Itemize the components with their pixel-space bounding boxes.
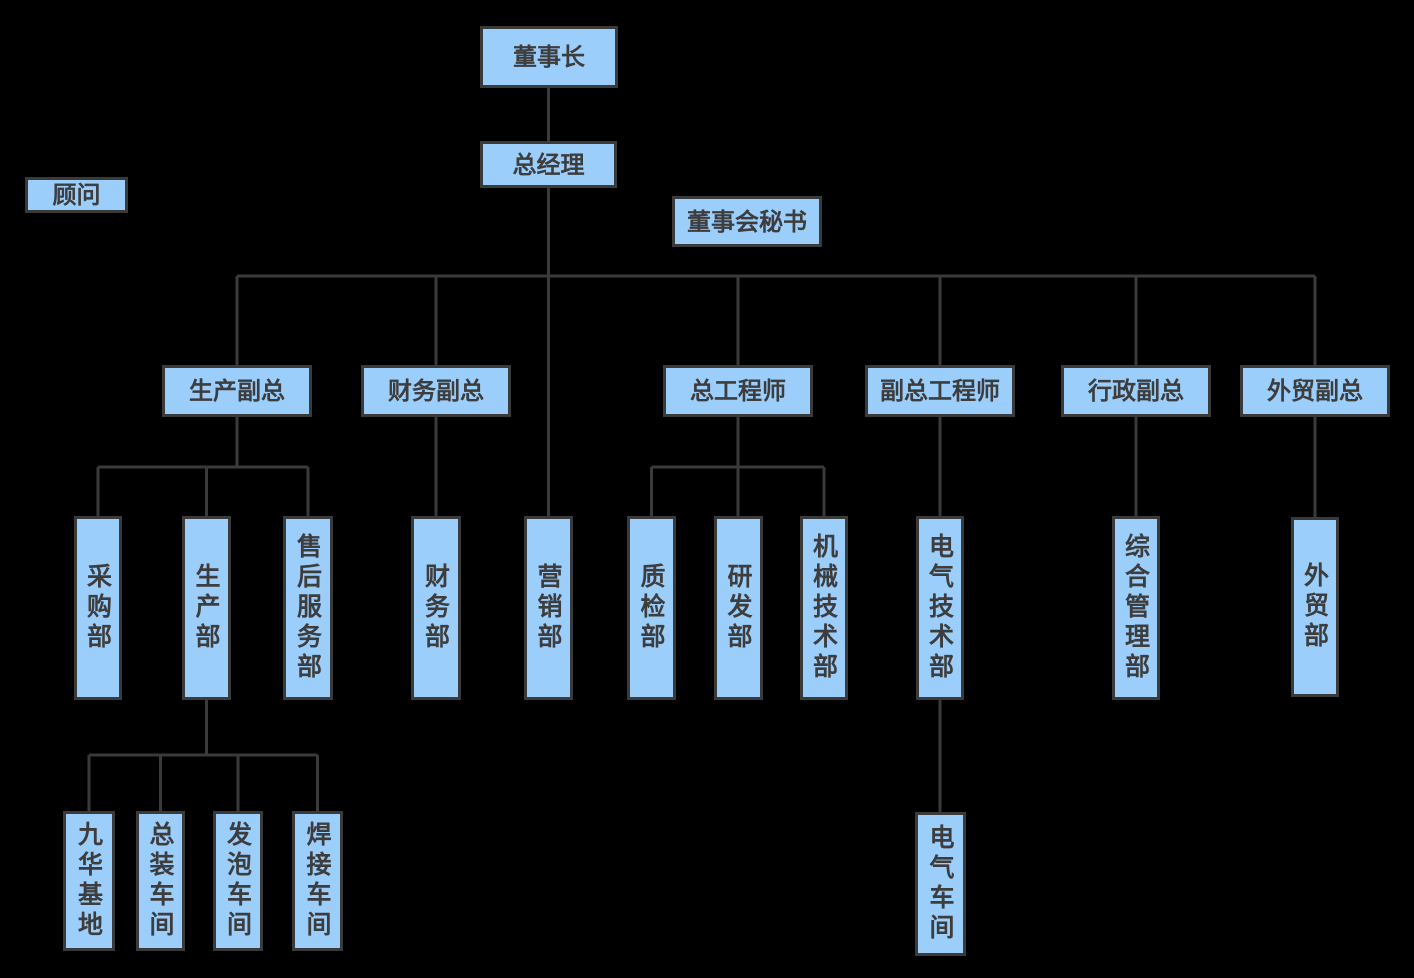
org-node-foaming-workshop: 发泡车间 (213, 811, 263, 951)
org-node-label: 生产部 (192, 563, 221, 653)
org-node-trade-vp: 外贸副总 (1240, 365, 1390, 417)
org-node-advisor: 顾问 (25, 177, 128, 213)
org-node-production-dept: 生产部 (182, 516, 231, 700)
org-node-label: 行政副总 (1088, 377, 1184, 405)
org-node-label: 九华基地 (74, 821, 104, 941)
org-node-finance-dept: 财务部 (411, 516, 461, 700)
org-node-label: 售后服务部 (293, 533, 323, 683)
org-node-production-vp: 生产副总 (162, 365, 312, 417)
org-node-chairman: 董事长 (480, 26, 618, 88)
org-node-marketing-dept: 营销部 (524, 516, 573, 700)
org-node-label: 财务副总 (388, 377, 484, 405)
org-node-welding-workshop: 焊接车间 (292, 811, 343, 951)
org-node-label: 外贸部 (1300, 562, 1330, 652)
org-node-label: 质检部 (637, 563, 666, 653)
edge-production-vp-subtree (96, 417, 310, 516)
org-node-deputy-chief-engineer: 副总工程师 (865, 365, 1015, 417)
org-node-assembly-workshop: 总装车间 (136, 811, 185, 951)
org-node-label: 顾问 (52, 181, 101, 209)
org-node-label: 综合管理部 (1121, 533, 1151, 683)
org-node-label: 总工程师 (690, 377, 786, 405)
edge-production-dept-subtree (87, 700, 319, 811)
org-node-general-manager: 总经理 (480, 141, 617, 188)
org-node-label: 总装车间 (146, 821, 175, 941)
org-node-electrical-tech-dept: 电气技术部 (916, 516, 964, 700)
org-node-label: 董事长 (513, 43, 585, 71)
org-node-label: 营销部 (534, 563, 563, 653)
edge-rail-drops (235, 276, 1317, 365)
org-node-mechanical-tech-dept: 机械技术部 (800, 516, 848, 700)
org-node-jiuhua-base: 九华基地 (63, 811, 115, 951)
org-node-after-sales-dept: 售后服务部 (283, 516, 333, 700)
org-node-label: 生产副总 (189, 377, 285, 405)
org-node-electrical-workshop: 电气车间 (915, 812, 966, 956)
org-node-board-secretary: 董事会秘书 (672, 196, 822, 247)
org-node-label: 董事会秘书 (687, 207, 807, 236)
org-node-general-mgmt-dept: 综合管理部 (1112, 516, 1160, 700)
org-node-label: 机械技术部 (809, 533, 839, 683)
org-node-label: 财务部 (421, 563, 451, 653)
org-node-label: 电气技术部 (925, 533, 955, 683)
org-node-admin-vp: 行政副总 (1061, 365, 1211, 417)
org-node-chief-engineer: 总工程师 (663, 365, 813, 417)
org-node-label: 研发部 (724, 563, 753, 653)
org-node-label: 发泡车间 (223, 821, 253, 941)
org-node-label: 采购部 (83, 563, 113, 653)
org-node-label: 总经理 (512, 150, 585, 179)
org-node-purchasing-dept: 采购部 (74, 516, 122, 700)
org-node-qc-dept: 质检部 (627, 516, 676, 700)
org-node-label: 副总工程师 (880, 377, 1000, 405)
org-node-label: 焊接车间 (303, 821, 332, 941)
org-node-label: 外贸副总 (1267, 377, 1363, 405)
org-node-label: 电气车间 (926, 824, 955, 944)
edge-chief-engineer-subtree (650, 417, 826, 516)
org-node-foreign-trade-dept: 外贸部 (1291, 517, 1339, 697)
org-node-rd-dept: 研发部 (714, 516, 763, 700)
org-node-finance-vp: 财务副总 (361, 365, 511, 417)
